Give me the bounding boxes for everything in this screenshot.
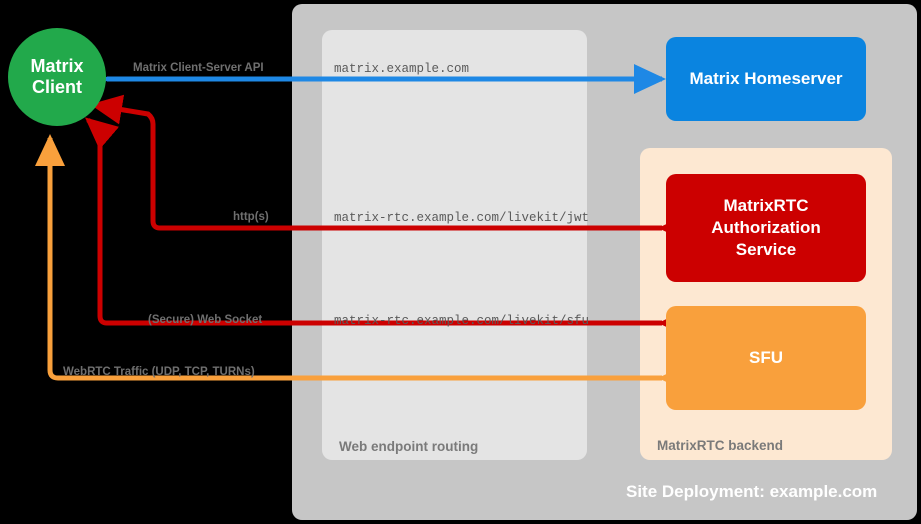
arrow-livekit-jwt: [90, 94, 690, 243]
sfu-label: SFU: [749, 348, 783, 367]
matrix-client-label-line2: Client: [31, 77, 82, 97]
node-matrix-homeserver[interactable]: Matrix Homeserver: [666, 37, 866, 121]
panel-label-matrixrtc-backend: MatrixRTC backend: [657, 438, 784, 453]
arrow-webrtc-traffic: [35, 133, 690, 393]
endpoint-matrix-url: matrix.example.com: [334, 62, 470, 76]
auth-service-label-line3: Service: [735, 240, 797, 260]
endpoint-livekit-jwt-url: matrix-rtc.example.com/livekit/jwt: [334, 211, 590, 225]
connection-label-web-socket: (Secure) Web Socket: [148, 314, 263, 326]
connection-label-client-server-api: Matrix Client-Server API: [133, 62, 264, 74]
auth-service-label-line2: Authorization: [711, 217, 821, 237]
panel-label-web-endpoint-routing: Web endpoint routing: [339, 439, 479, 454]
node-matrix-client[interactable]: Matrix Client: [8, 28, 106, 126]
connection-label-webrtc-traffic: WebRTC Traffic (UDP, TCP, TURNs): [63, 366, 255, 378]
auth-service-label-line1: MatrixRTC: [723, 195, 809, 215]
matrix-homeserver-label: Matrix Homeserver: [689, 69, 843, 88]
panel-label-site-deployment: Site Deployment: example.com: [626, 482, 878, 501]
node-sfu[interactable]: SFU: [666, 306, 866, 410]
node-matrixrtc-authorization-service[interactable]: MatrixRTC Authorization Service: [666, 174, 866, 282]
endpoint-livekit-sfu-url: matrix-rtc.example.com/livekit/sfu: [334, 314, 590, 328]
matrix-client-label-line1: Matrix: [30, 56, 84, 77]
connection-label-https: http(s): [233, 211, 269, 223]
